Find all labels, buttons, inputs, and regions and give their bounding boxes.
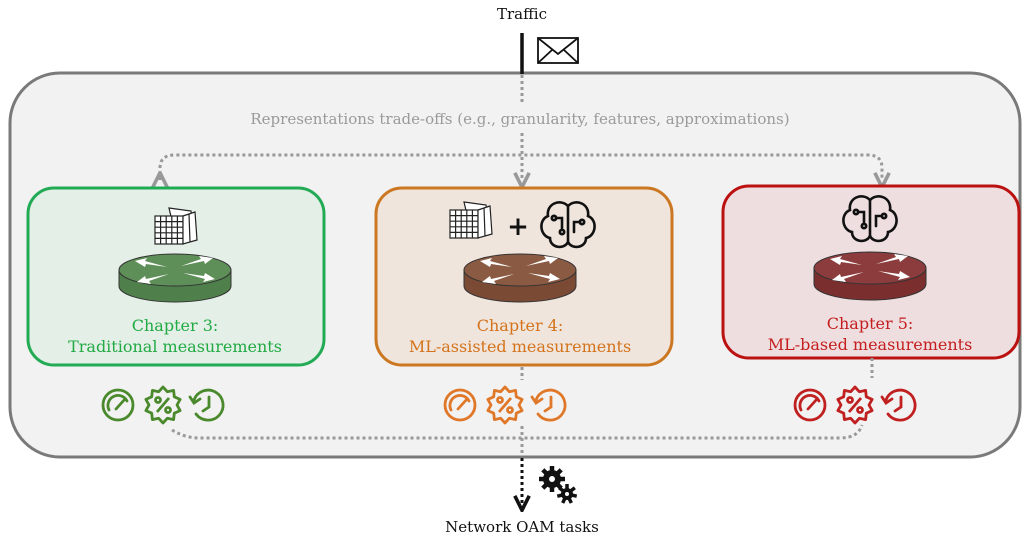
router-icon bbox=[118, 253, 232, 303]
chapter-3-metric-icons bbox=[101, 385, 225, 425]
router-icon bbox=[813, 251, 927, 301]
chapter-5-box: Chapter 5: ML-based measurements bbox=[721, 184, 1021, 360]
percent-badge-icon bbox=[486, 385, 524, 425]
chapter-5-metric-icons bbox=[793, 385, 917, 425]
chapter-5-title: Chapter 5: bbox=[827, 314, 914, 333]
clock-refresh-icon bbox=[188, 388, 225, 422]
percent-badge-icon bbox=[836, 385, 874, 425]
chapter-3-box: Chapter 3: Traditional measurements bbox=[26, 186, 326, 367]
chapter-3-subtitle: Traditional measurements bbox=[68, 337, 282, 356]
brain-icon bbox=[842, 195, 898, 243]
plus-sign: + bbox=[507, 212, 529, 242]
chapter-4-box: + Chapter 4: ML-assisted measurements bbox=[374, 186, 674, 367]
speedometer-icon bbox=[443, 388, 477, 422]
tradeoff-label: Representations trade-offs (e.g., granul… bbox=[250, 110, 789, 128]
percent-badge-icon bbox=[144, 385, 182, 425]
chapter-4-metric-icons bbox=[443, 385, 567, 425]
chapter-4-title: Chapter 4: bbox=[477, 316, 564, 335]
collect-arrows bbox=[171, 358, 874, 456]
chapter-3-title: Chapter 3: bbox=[132, 316, 219, 335]
speedometer-icon bbox=[101, 388, 135, 422]
clock-refresh-icon bbox=[530, 388, 567, 422]
traffic-label: Traffic bbox=[497, 5, 547, 23]
router-icon bbox=[463, 253, 577, 303]
brain-icon bbox=[540, 201, 596, 249]
envelope-icon bbox=[537, 37, 579, 64]
chapter-4-subtitle: ML-assisted measurements bbox=[409, 337, 631, 356]
network-oam-label: Network OAM tasks bbox=[445, 518, 599, 536]
sketch-grid-icon bbox=[449, 201, 493, 239]
sketch-grid-icon bbox=[154, 207, 198, 245]
clock-refresh-icon bbox=[880, 388, 917, 422]
chapter-5-subtitle: ML-based measurements bbox=[768, 335, 973, 354]
gears-icon bbox=[539, 466, 578, 504]
distribution-arrows bbox=[160, 133, 882, 180]
speedometer-icon bbox=[793, 388, 827, 422]
